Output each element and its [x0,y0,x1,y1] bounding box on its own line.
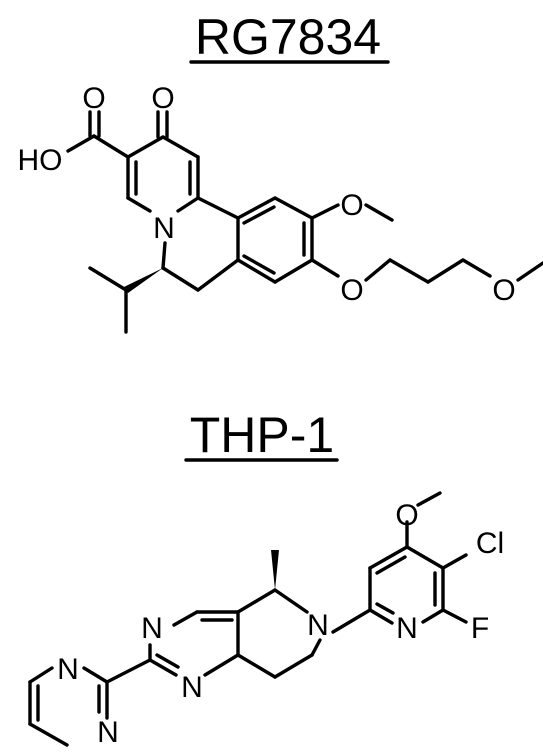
bond [148,658,178,677]
bond [172,610,199,627]
bond [375,555,407,575]
atom-label-o: O [151,82,174,115]
atom-label-n: N [57,653,79,686]
bond [82,666,109,684]
bond [310,203,340,220]
atom-label-n: N [153,212,175,245]
bond [236,588,277,614]
bond [242,254,276,275]
thp-1-bonds [28,491,468,747]
atom-label-o: O [395,499,418,532]
bond [105,658,152,684]
stereo-wedge-bond [124,268,163,293]
atom-label-cl: Cl [476,527,504,560]
bond [441,553,468,570]
atom-label-o: O [340,274,363,307]
bond [242,205,276,225]
bond [92,134,130,159]
atom-label-n: N [307,609,329,642]
bond [310,638,322,657]
bond [368,545,409,570]
bond [236,258,277,284]
atom-label-n: N [396,612,418,645]
bond [176,196,200,213]
bond [405,545,445,570]
bond [331,608,372,634]
bond [364,203,394,222]
bond [126,196,152,213]
bond [126,135,165,159]
bond [203,653,240,677]
bond [28,666,54,684]
bond [364,258,392,282]
atom-label-f: F [471,612,489,645]
molecule-rg7834: RG7834 [18,9,543,334]
rg7834-bonds [66,110,543,334]
bond [368,608,394,625]
bond [88,266,128,292]
bond [161,241,167,270]
bond [375,602,395,615]
atom-label-ho: HO [18,144,63,177]
bond [155,653,180,669]
molecule-title-thp-1: THP-1 [190,407,334,463]
bond [236,196,277,220]
bond [416,491,442,507]
bond [310,258,340,278]
bond [161,135,200,159]
atom-label-o: O [492,274,515,307]
thp-1-atom-labels: O Cl F N N N N N N [57,499,504,749]
bond [441,608,468,624]
bond [28,722,69,747]
bond [388,258,430,284]
bond [273,258,314,284]
bond [516,261,543,282]
atom-label-o: O [82,82,105,115]
molecule-thp-1: THP-1 [28,407,504,749]
bond [161,266,200,292]
bond [273,196,314,220]
bond [196,196,240,220]
atom-label-n: N [141,612,163,645]
stereo-wedge-bond [271,550,279,590]
atom-label-o: O [340,189,363,222]
atom-label-n: N [181,671,203,704]
bond [421,608,445,624]
bond [273,653,314,679]
bond [196,258,240,292]
rg7834-atom-labels: O HO O N O O O [18,82,516,307]
bond [426,258,465,284]
molecule-title-rg7834: RG7834 [195,9,381,65]
bond [66,134,96,153]
atom-label-n: N [97,716,119,749]
bond [273,588,309,614]
bond [236,653,277,679]
bond [461,258,492,278]
